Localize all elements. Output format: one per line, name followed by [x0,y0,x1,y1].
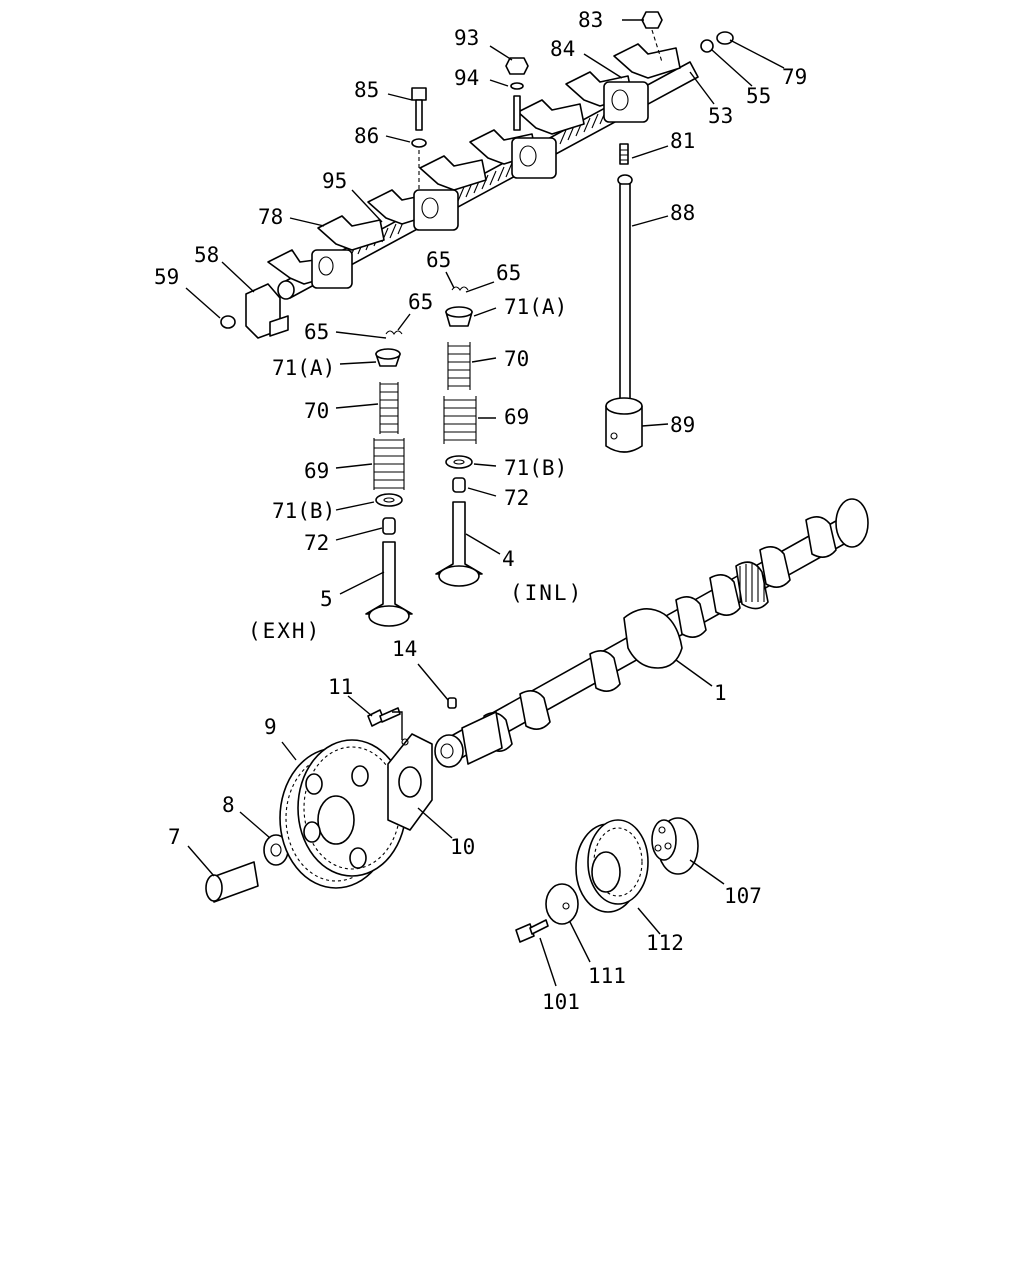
callout-1: 1 [714,681,727,705]
leader-lines [185,19,785,987]
callout-89: 89 [670,413,695,437]
callout-71b-intake: 71(B) [504,456,567,480]
callout-83: 83 [578,8,603,32]
camshaft [434,498,869,768]
callout-79: 79 [782,65,807,89]
callout-11: 11 [328,675,353,699]
callout-9: 9 [264,715,277,739]
push-rod-and-tappet [605,174,643,453]
callout-71a-intake: 71(A) [504,295,567,319]
callout-65-mid: 65 [408,290,433,314]
callout-69-exhaust: 69 [304,459,329,483]
callout-5: 5 [320,587,333,611]
callout-55: 55 [746,84,771,108]
exhaust-valve-stack [365,330,413,627]
callout-111: 111 [588,964,626,988]
callout-4: 4 [502,547,515,571]
callout-53: 53 [708,104,733,128]
callout-88: 88 [670,201,695,225]
rocker-shaft-assembly [220,11,734,339]
intake-valve-stack [435,286,483,587]
note-intake: (INL) [510,581,583,605]
callout-59: 59 [154,265,179,289]
callout-65-top: 65 [426,248,451,272]
callout-86: 86 [354,124,379,148]
callout-14: 14 [392,637,417,661]
callout-7: 7 [168,825,181,849]
callout-58: 58 [194,243,219,267]
callout-78: 78 [258,205,283,229]
callout-labels: 83 93 84 79 94 55 85 53 86 81 95 88 78 5… [154,8,807,1014]
callout-84: 84 [550,37,575,61]
callout-85: 85 [354,78,379,102]
callout-65-left: 65 [304,320,329,344]
cam-gear-group [205,707,433,903]
callout-72-exhaust: 72 [304,531,329,555]
callout-70-exhaust: 70 [304,399,329,423]
callout-71b-exhaust: 71(B) [272,499,335,523]
idler-gear-group [515,817,699,943]
callout-94: 94 [454,66,479,90]
callout-95: 95 [322,169,347,193]
callout-107: 107 [724,884,762,908]
callout-101: 101 [542,990,580,1014]
callout-93: 93 [454,26,479,50]
note-exhaust: (EXH) [248,619,321,643]
callout-69-intake: 69 [504,405,529,429]
callout-112: 112 [646,931,684,955]
callout-70-intake: 70 [504,347,529,371]
callout-10: 10 [450,835,475,859]
callout-71a-exhaust: 71(A) [272,356,335,380]
callout-65-right: 65 [496,261,521,285]
callout-8: 8 [222,793,235,817]
callout-72-intake: 72 [504,486,529,510]
callout-81: 81 [670,129,695,153]
